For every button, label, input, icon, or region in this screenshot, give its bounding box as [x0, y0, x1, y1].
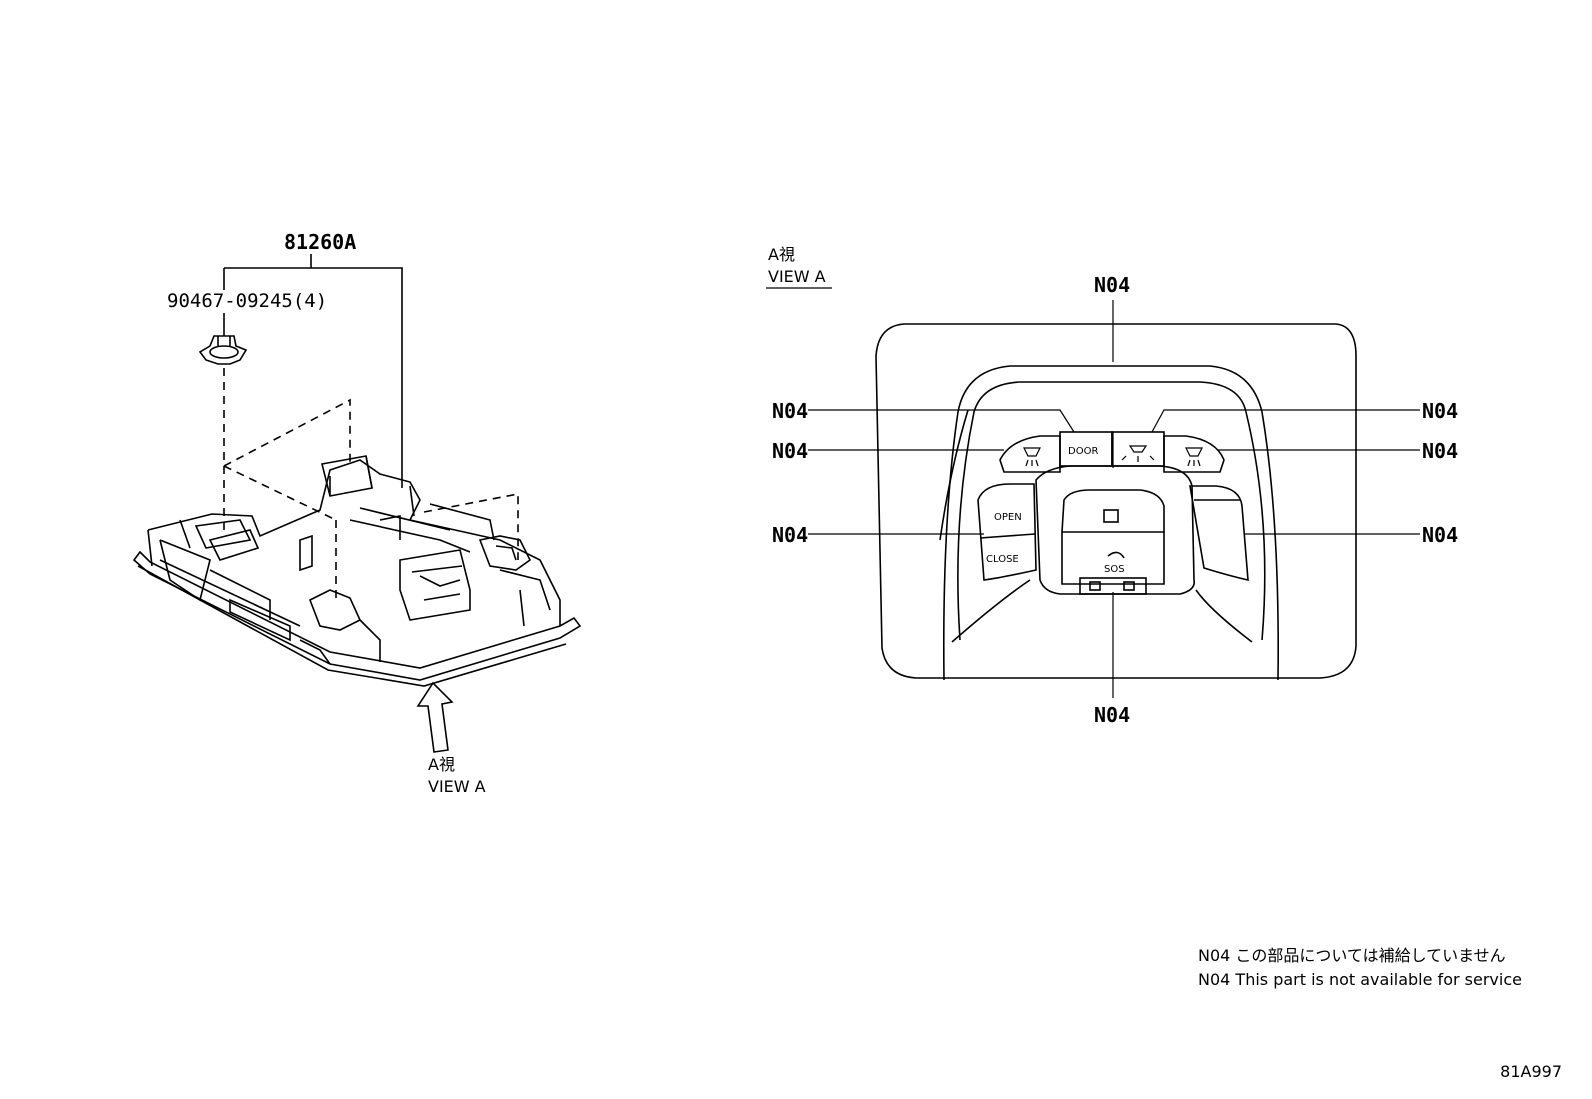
note-en: N04 This part is not available for servi…	[1198, 970, 1522, 989]
callout-n04-right-2[interactable]: N04	[1422, 439, 1458, 463]
assembly-part-number[interactable]: 81260A	[284, 230, 356, 254]
sos-button-label: SOS	[1104, 564, 1125, 575]
callout-n04-bottom[interactable]: N04	[1094, 703, 1130, 727]
view-arrow-label-en: VIEW A	[428, 777, 486, 796]
view-a-arrow	[416, 681, 454, 753]
diagram-code: 81A997	[1500, 1062, 1562, 1081]
door-button-label: DOOR	[1068, 446, 1098, 457]
close-button-label: CLOSE	[986, 554, 1019, 565]
callout-n04-top[interactable]: N04	[1094, 273, 1130, 297]
callout-n04-right-3[interactable]: N04	[1422, 523, 1458, 547]
callout-n04-left-1[interactable]: N04	[772, 399, 808, 423]
view-a-title-en: VIEW A	[768, 267, 826, 286]
view-arrow-label-jp: A視	[428, 755, 455, 774]
dome-lamp-icon	[1121, 445, 1155, 462]
view-a-title-jp: A視	[768, 245, 795, 264]
clip-part-number[interactable]: 90467-09245(4)	[167, 290, 327, 312]
note-jp: N04 この部品については補給していません	[1198, 946, 1506, 965]
callout-n04-left-3[interactable]: N04	[772, 523, 808, 547]
callout-n04-left-2[interactable]: N04	[772, 439, 808, 463]
open-button-label: OPEN	[994, 512, 1022, 523]
right-view-a: A視 VIEW A DOOR	[766, 245, 1458, 727]
callout-n04-right-1[interactable]: N04	[1422, 399, 1458, 423]
map-lamp-icon-left	[1023, 447, 1041, 467]
left-assembly-view: 81260A 90467-09245(4)	[132, 230, 582, 796]
clip-icon	[198, 335, 248, 365]
map-lamp-icon-right	[1185, 447, 1203, 467]
